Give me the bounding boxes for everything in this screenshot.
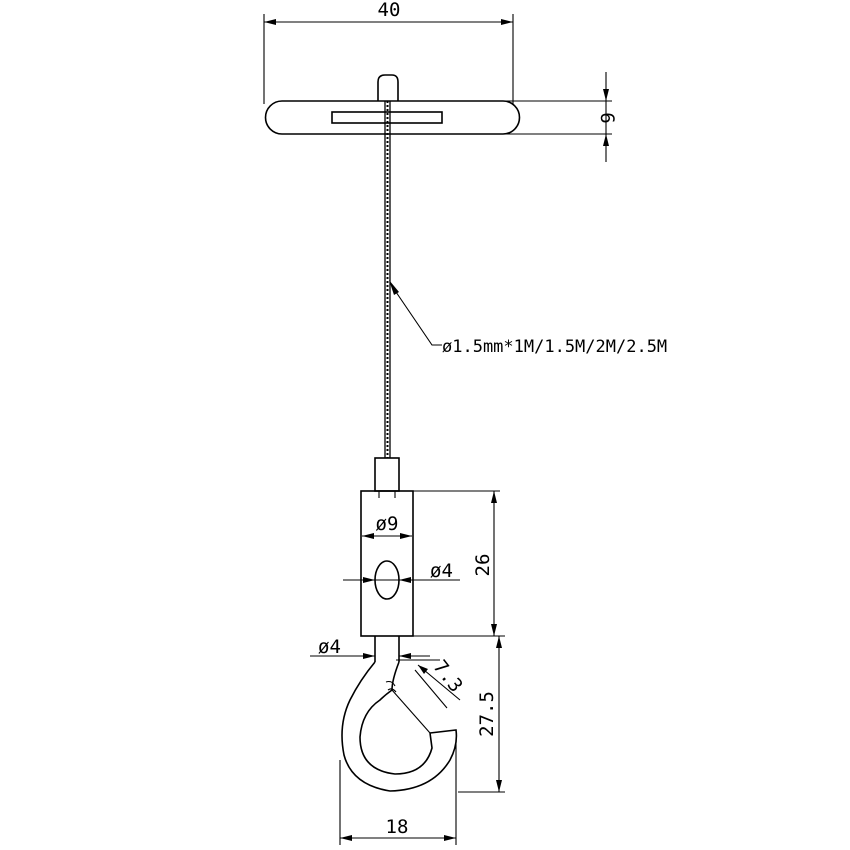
dim-body-height-label: 26 [472,554,494,577]
dim-width-top-label: 40 [378,0,401,21]
dim-height-top-label: 6 [596,112,618,123]
dimension-hook-opening: 7.3 [396,656,467,709]
dimension-height-top: 6 [505,72,618,162]
gripper-body [360,457,414,637]
dimension-hook-height: 27.5 [458,636,505,793]
dimension-width-top: 40 [263,0,514,104]
dim-hole-diameter-label: ø4 [430,560,453,582]
ceiling-plate [264,74,521,135]
dim-hook-height-label: 27.5 [476,691,498,737]
dim-hook-opening-label: 7.3 [428,656,466,697]
dimension-body-diameter: ø9 [362,513,412,539]
hook [341,636,458,792]
cable-spec-callout: ø1.5mm*1M/1.5M/2M/2.5M [389,280,667,357]
steel-cable [384,101,391,458]
cable-spec-label: ø1.5mm*1M/1.5M/2M/2.5M [442,337,667,357]
dimension-body-height: 26 [413,490,505,637]
dim-body-diameter-label: ø9 [376,513,399,535]
dimension-hook-wire: ø4 [310,636,430,659]
dim-hook-wire-label: ø4 [318,636,341,658]
dim-hook-width-label: 18 [386,816,409,838]
dimension-hole-diameter: ø4 [343,560,460,583]
dimension-hook-width: 18 [339,740,457,845]
